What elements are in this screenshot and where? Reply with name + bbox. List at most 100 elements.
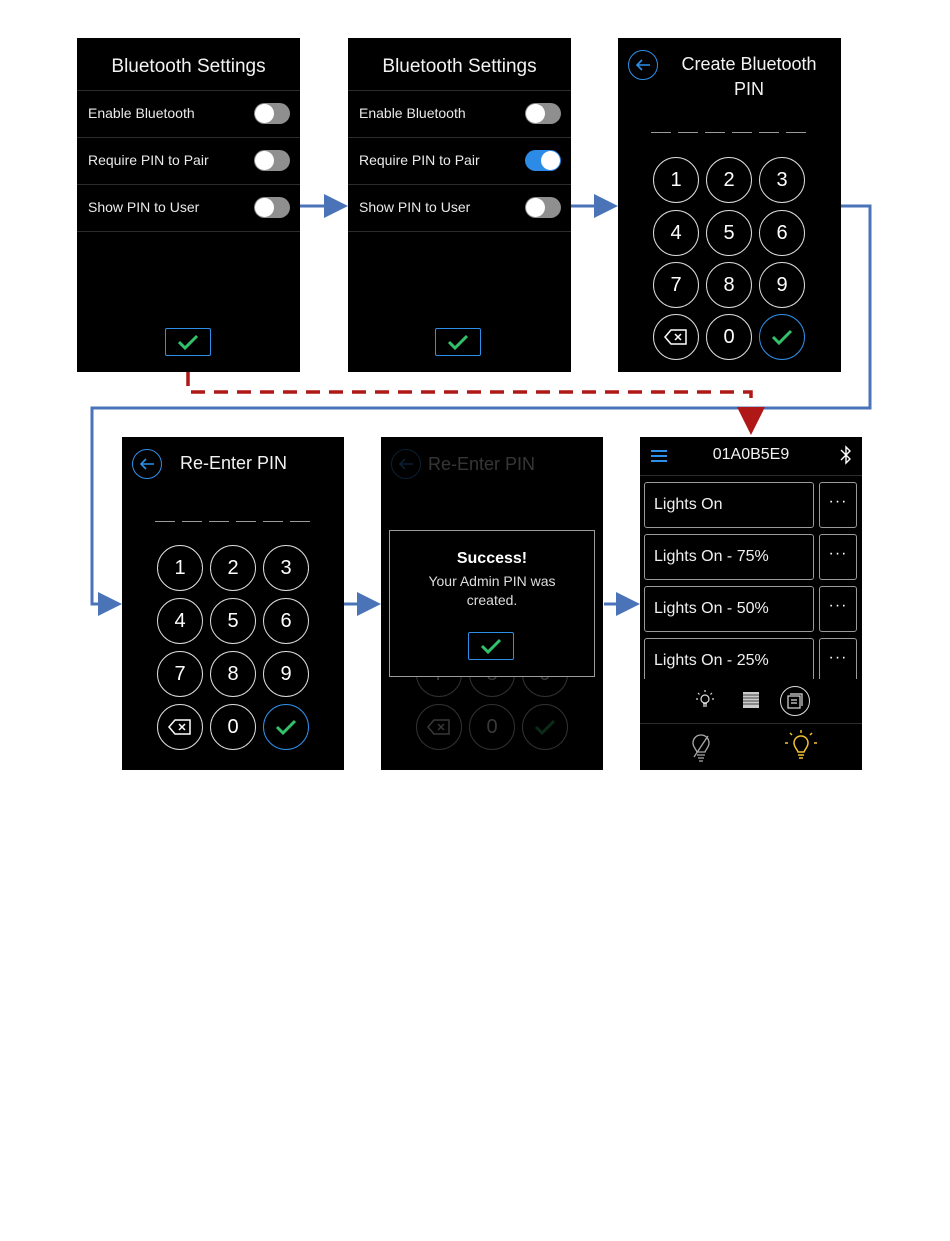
scene-more-button[interactable]: ··· xyxy=(819,482,857,528)
scene-button-lights-on-75[interactable]: Lights On - 75% xyxy=(644,534,814,580)
success-dialog: Success! Your Admin PIN was created. xyxy=(389,530,595,677)
key-5[interactable]: 5 xyxy=(210,598,256,644)
check-icon xyxy=(480,638,502,655)
submit-key[interactable] xyxy=(759,314,805,360)
key-3[interactable]: 3 xyxy=(263,545,309,591)
menu-button[interactable] xyxy=(650,449,668,463)
arrow-1-to-6-dashed xyxy=(186,372,765,435)
check-icon xyxy=(447,334,469,351)
dialog-confirm-button[interactable] xyxy=(468,632,514,660)
page-title: Bluetooth Settings xyxy=(382,56,537,77)
show-pin-toggle[interactable] xyxy=(525,197,561,218)
key-0[interactable]: 0 xyxy=(210,704,256,750)
setting-row-require-pin[interactable]: Require PIN to Pair xyxy=(77,137,300,184)
screen-reenter-pin: Re-Enter PIN 1 2 3 4 5 6 7 8 9 0 xyxy=(122,437,344,770)
back-button[interactable] xyxy=(628,50,658,80)
back-arrow-icon xyxy=(398,458,413,470)
submit-key xyxy=(522,704,568,750)
setting-label: Show PIN to User xyxy=(359,199,471,215)
confirm-button[interactable] xyxy=(435,328,481,356)
setting-label: Require PIN to Pair xyxy=(88,152,209,168)
key-9[interactable]: 9 xyxy=(263,651,309,697)
key-3[interactable]: 3 xyxy=(759,157,805,203)
show-pin-toggle[interactable] xyxy=(254,197,290,218)
scene-label: Lights On - 75% xyxy=(654,548,769,565)
key-6[interactable]: 6 xyxy=(759,210,805,256)
dialog-message: Your Admin PIN was created. xyxy=(428,573,556,608)
scene-label: Lights On - 25% xyxy=(654,652,769,669)
scene-button-lights-on-50[interactable]: Lights On - 50% xyxy=(644,586,814,632)
dialog-title: Success! xyxy=(456,550,528,567)
bluetooth-status xyxy=(840,445,852,470)
check-icon xyxy=(534,719,556,736)
key-6[interactable]: 6 xyxy=(263,598,309,644)
key-8[interactable]: 8 xyxy=(210,651,256,697)
key-8[interactable]: 8 xyxy=(706,262,752,308)
key-0[interactable]: 0 xyxy=(706,314,752,360)
light-on-icon xyxy=(785,730,817,759)
screen-create-pin: Create Bluetooth PIN 1 2 3 4 5 6 7 8 9 0 xyxy=(618,38,841,372)
check-icon xyxy=(275,719,297,736)
scene-label: Lights On - 50% xyxy=(654,600,769,617)
scene-label: Lights On xyxy=(654,496,723,513)
back-button xyxy=(391,449,421,479)
shade-icon xyxy=(743,692,759,708)
light-off-icon xyxy=(692,734,710,762)
lights-on-button[interactable] xyxy=(784,729,818,768)
require-pin-toggle[interactable] xyxy=(254,150,290,171)
setting-row-require-pin[interactable]: Require PIN to Pair xyxy=(348,137,571,184)
category-tab-shades[interactable] xyxy=(742,691,760,714)
key-1[interactable]: 1 xyxy=(653,157,699,203)
setting-label: Enable Bluetooth xyxy=(88,105,195,121)
hamburger-icon xyxy=(651,450,667,462)
scene-more-button[interactable]: ··· xyxy=(819,638,857,679)
page-title: Re-Enter PIN xyxy=(180,453,288,473)
require-pin-toggle[interactable] xyxy=(525,150,561,171)
light-bulb-icon xyxy=(696,690,714,707)
category-tab-lights[interactable] xyxy=(695,689,715,716)
key-1[interactable]: 1 xyxy=(157,545,203,591)
back-button[interactable] xyxy=(132,449,162,479)
page-title-line-1: Create Bluetooth xyxy=(681,54,817,74)
key-2[interactable]: 2 xyxy=(706,157,752,203)
screen-scenes: 01A0B5E9 Lights On ··· Lights On - 75% ·… xyxy=(640,437,862,770)
key-4[interactable]: 4 xyxy=(653,210,699,256)
scene-more-button[interactable]: ··· xyxy=(819,586,857,632)
page-title: Re-Enter PIN xyxy=(428,454,536,474)
key-2[interactable]: 2 xyxy=(210,545,256,591)
check-icon xyxy=(177,334,199,351)
key-7[interactable]: 7 xyxy=(157,651,203,697)
page-title: Create Bluetooth PIN xyxy=(664,52,834,102)
scene-button-lights-on[interactable]: Lights On xyxy=(644,482,814,528)
key-9[interactable]: 9 xyxy=(759,262,805,308)
setting-row-show-pin[interactable]: Show PIN to User xyxy=(77,184,300,232)
setting-row-enable-bluetooth[interactable]: Enable Bluetooth xyxy=(77,90,300,137)
key-5[interactable]: 5 xyxy=(706,210,752,256)
scene-more-button[interactable]: ··· xyxy=(819,534,857,580)
confirm-button[interactable] xyxy=(165,328,211,356)
enable-bluetooth-toggle[interactable] xyxy=(525,103,561,124)
setting-row-enable-bluetooth[interactable]: Enable Bluetooth xyxy=(348,90,571,137)
key-4[interactable]: 4 xyxy=(157,598,203,644)
enable-bluetooth-toggle[interactable] xyxy=(254,103,290,124)
setting-label: Show PIN to User xyxy=(88,199,200,215)
scene-button-lights-on-25[interactable]: Lights On - 25% xyxy=(644,638,814,679)
backspace-key[interactable] xyxy=(157,704,203,750)
category-tab-scenes[interactable] xyxy=(780,686,810,716)
key-0: 0 xyxy=(469,704,515,750)
backspace-icon xyxy=(664,329,687,345)
page-title: Bluetooth Settings xyxy=(111,56,266,77)
back-arrow-icon xyxy=(635,59,650,71)
key-7[interactable]: 7 xyxy=(653,262,699,308)
screen-reenter-pin-success: Re-Enter PIN 7 8 9 0 Success! Your Admin… xyxy=(381,437,603,770)
setting-label: Enable Bluetooth xyxy=(359,105,466,121)
arrow-3-to-4 xyxy=(90,204,872,616)
setting-row-show-pin[interactable]: Show PIN to User xyxy=(348,184,571,232)
submit-key[interactable] xyxy=(263,704,309,750)
setting-label: Require PIN to Pair xyxy=(359,152,480,168)
scene-icon xyxy=(787,693,803,709)
lights-off-button[interactable] xyxy=(690,733,712,768)
backspace-key[interactable] xyxy=(653,314,699,360)
backspace-icon xyxy=(168,719,191,735)
